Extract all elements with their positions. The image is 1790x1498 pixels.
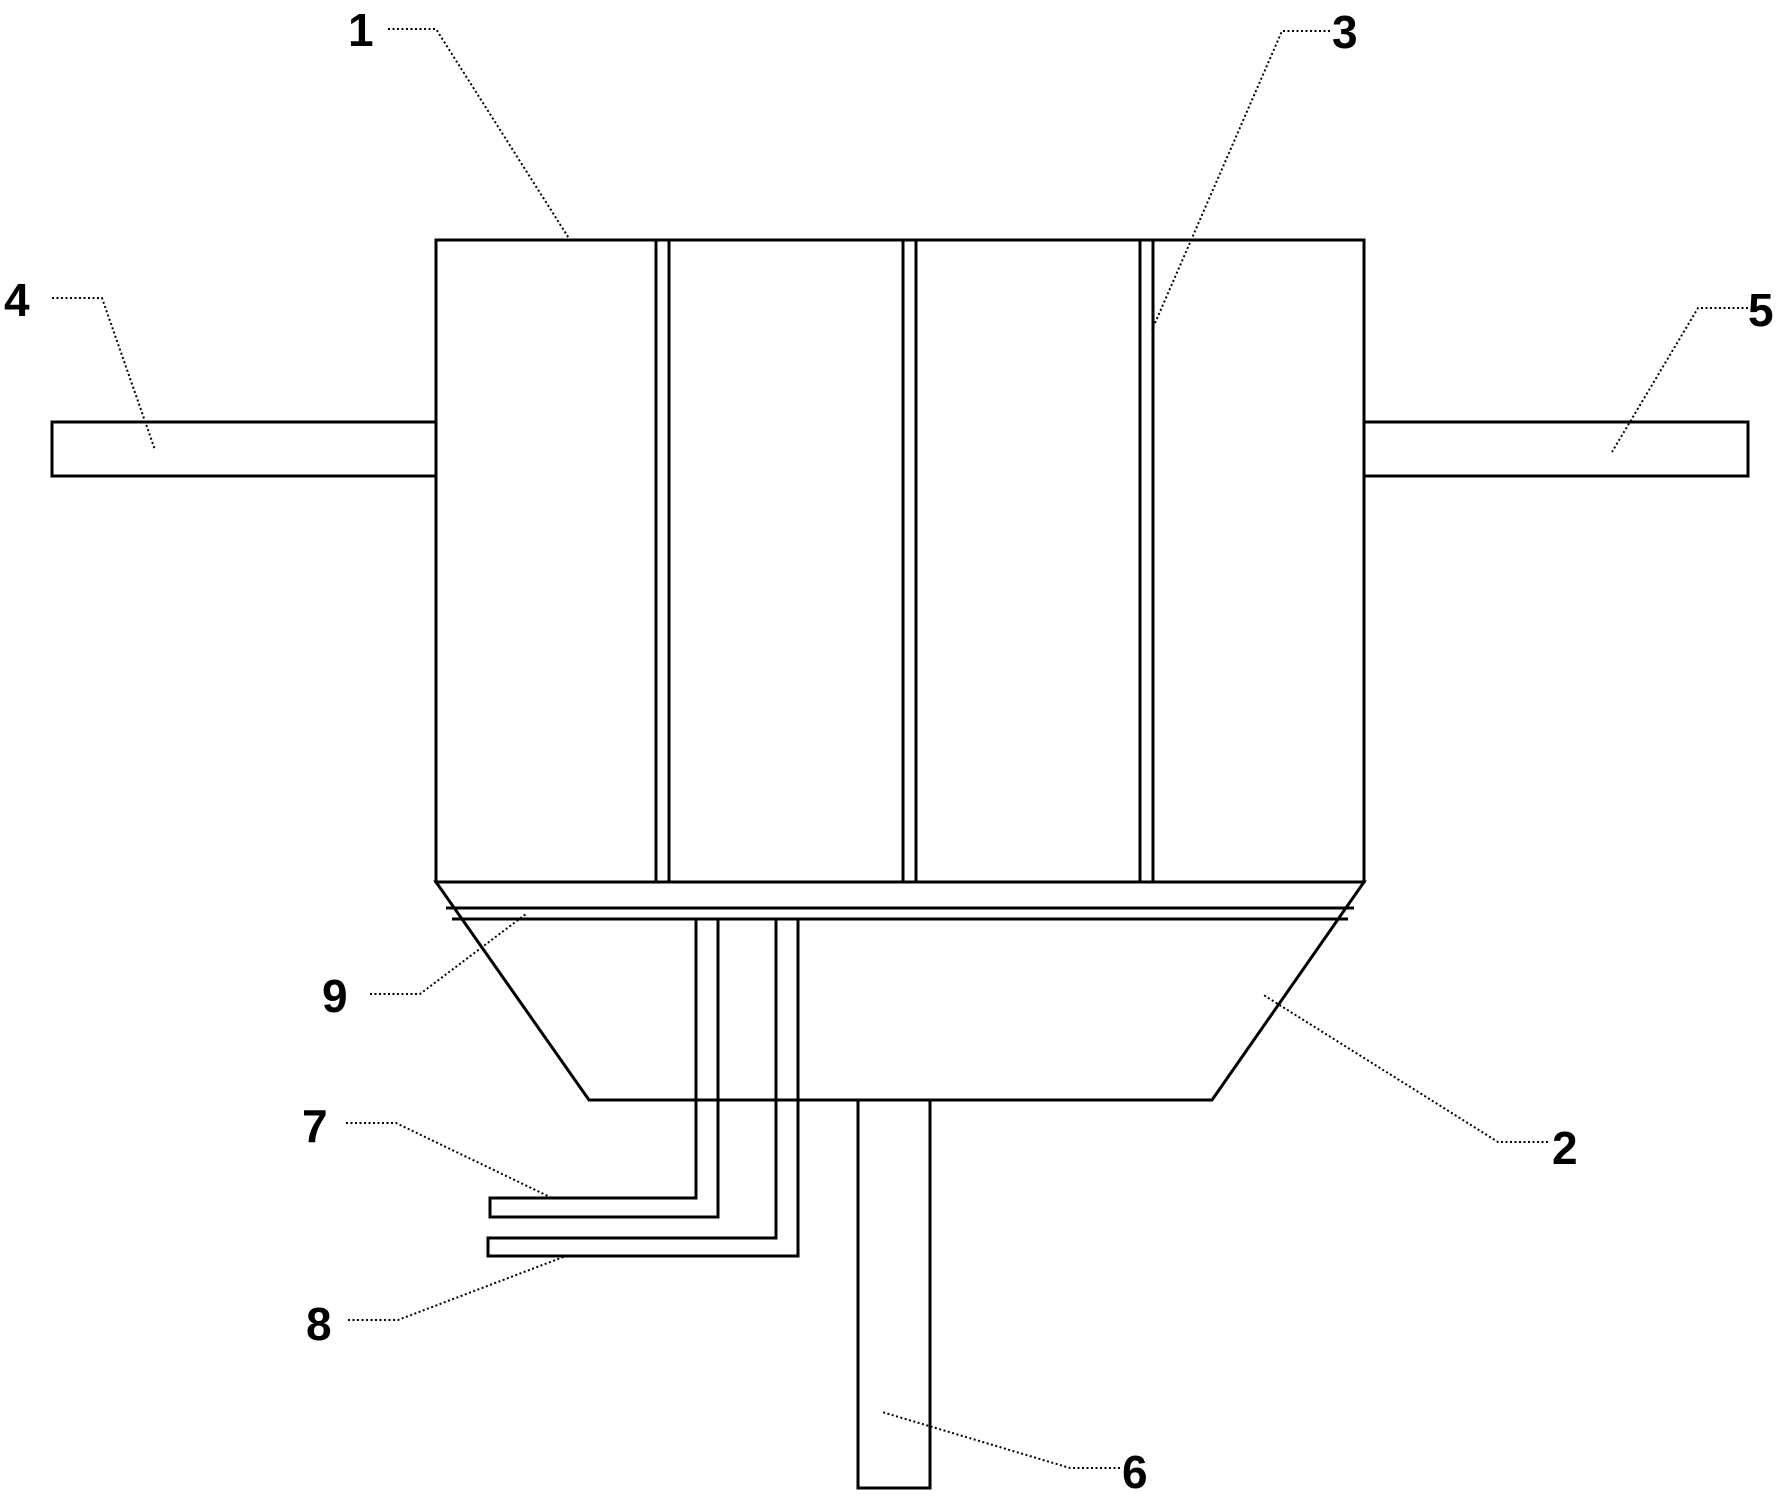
left-pipe xyxy=(50,420,438,478)
label-2: 2 xyxy=(1552,1122,1578,1174)
leader-7 xyxy=(346,1122,553,1199)
partition-plate-1 xyxy=(654,238,671,884)
leader-8 xyxy=(348,1255,567,1321)
right-pipe xyxy=(1362,420,1750,478)
hopper xyxy=(433,880,1367,1102)
pipe-8-outer xyxy=(486,919,800,1258)
label-1: 1 xyxy=(348,4,374,56)
label-7: 7 xyxy=(302,1100,328,1152)
label-8: 8 xyxy=(306,1298,332,1350)
tank-body xyxy=(434,238,1366,884)
pipe-7-outer xyxy=(488,919,720,1219)
leader-4 xyxy=(52,297,156,451)
label-3: 3 xyxy=(1332,6,1358,58)
outlet-pipe xyxy=(856,1098,932,1490)
partition-plate-3 xyxy=(1138,238,1155,884)
label-9: 9 xyxy=(322,970,348,1022)
leader-5 xyxy=(1611,307,1748,453)
partition-plate-2 xyxy=(901,238,918,884)
label-4: 4 xyxy=(4,274,30,326)
leader-9 xyxy=(370,913,527,995)
leader-2 xyxy=(1261,993,1548,1143)
leader-1 xyxy=(388,28,571,241)
label-6: 6 xyxy=(1122,1446,1148,1498)
label-5: 5 xyxy=(1748,284,1774,336)
leader-6 xyxy=(881,1411,1120,1469)
